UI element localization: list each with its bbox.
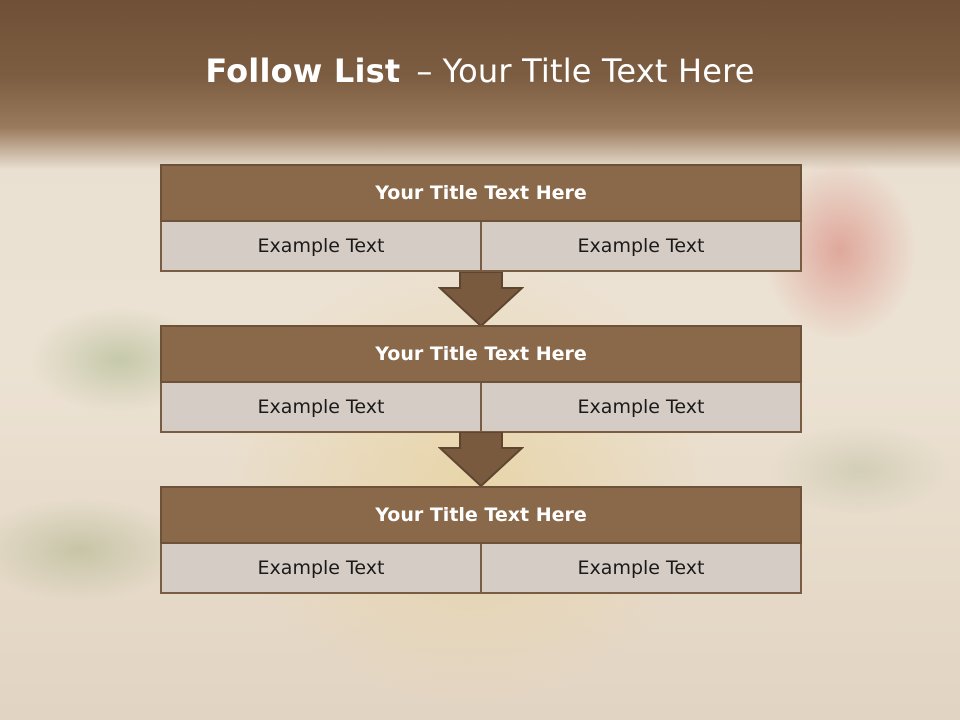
block-header: Your Title Text Here: [160, 325, 802, 383]
block-cell-left: Example Text: [160, 383, 482, 433]
block-row: Example Text Example Text: [160, 383, 802, 433]
block-header: Your Title Text Here: [160, 164, 802, 222]
block-cell-right: Example Text: [482, 222, 802, 272]
down-arrow-icon: [438, 272, 524, 328]
block-row: Example Text Example Text: [160, 222, 802, 272]
block-cell-right: Example Text: [482, 544, 802, 594]
slide-title-rest: Your Title Text Here: [442, 52, 755, 90]
block-header: Your Title Text Here: [160, 486, 802, 544]
list-block-1: Your Title Text Here Example Text Exampl…: [160, 164, 802, 272]
slide-title-separator: –: [416, 52, 433, 90]
list-block-3: Your Title Text Here Example Text Exampl…: [160, 486, 802, 594]
slide-title-bold: Follow List: [205, 52, 401, 90]
down-arrow-icon: [438, 432, 524, 488]
slide-title: Follow List–Your Title Text Here: [0, 52, 960, 90]
title-band: [0, 0, 960, 170]
block-row: Example Text Example Text: [160, 544, 802, 594]
list-block-2: Your Title Text Here Example Text Exampl…: [160, 325, 802, 433]
block-cell-left: Example Text: [160, 544, 482, 594]
block-cell-left: Example Text: [160, 222, 482, 272]
block-cell-right: Example Text: [482, 383, 802, 433]
